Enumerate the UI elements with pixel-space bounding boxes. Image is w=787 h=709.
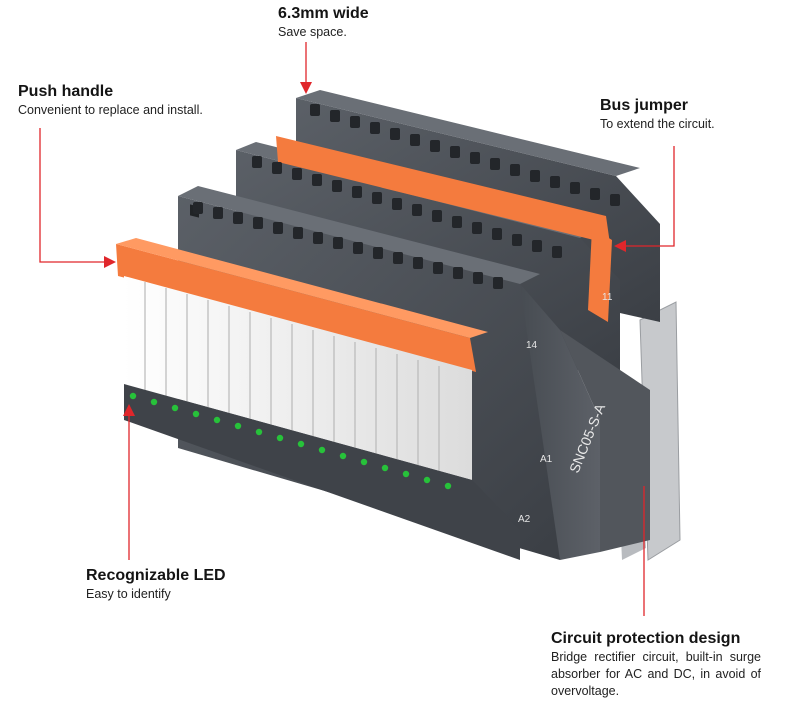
terminal-label-14: 14 (526, 340, 538, 351)
callout-width: 6.3mm wide Save space. (278, 4, 369, 41)
led-strip (124, 384, 520, 560)
callout-push-handle-desc: Convenient to replace and install. (18, 103, 203, 117)
terminal-label-11: 11 (602, 292, 613, 303)
callout-circuit-protection-title: Circuit protection design (551, 630, 741, 647)
arrow-left-icon (614, 240, 626, 252)
callout-arrowheads (104, 82, 626, 416)
relay-bodies (124, 276, 472, 480)
bus-jumper-strip (276, 136, 610, 244)
led-indicators (129, 392, 452, 490)
callout-push-handle: Push handle Convenient to replace and in… (18, 82, 203, 119)
callout-bus-jumper-desc: To extend the circuit. (600, 117, 715, 131)
callout-push-handle-title: Push handle (18, 83, 114, 100)
callout-circuit-protection: Circuit protection design Bridge rectifi… (551, 629, 761, 700)
callout-circuit-protection-desc: Bridge rectifier circuit, built-in surge… (551, 650, 761, 698)
arrow-up-icon (123, 404, 135, 416)
arrow-down-icon (300, 82, 312, 94)
callout-led-desc: Easy to identify (86, 587, 171, 601)
callout-led-title: Recognizable LED (86, 567, 226, 584)
callout-width-title: 6.3mm wide (278, 5, 369, 22)
callout-width-desc: Save space. (278, 25, 347, 39)
push-handle-strip (116, 244, 476, 372)
terminal-label-a2: A2 (518, 514, 531, 525)
callout-led: Recognizable LED Easy to identify (86, 566, 226, 603)
callout-bus-jumper-title: Bus jumper (600, 97, 689, 114)
terminal-label-a1: A1 (540, 454, 553, 465)
arrow-right-icon (104, 256, 116, 268)
callout-leaders (39, 42, 675, 616)
callout-bus-jumper: Bus jumper To extend the circuit. (600, 96, 715, 133)
